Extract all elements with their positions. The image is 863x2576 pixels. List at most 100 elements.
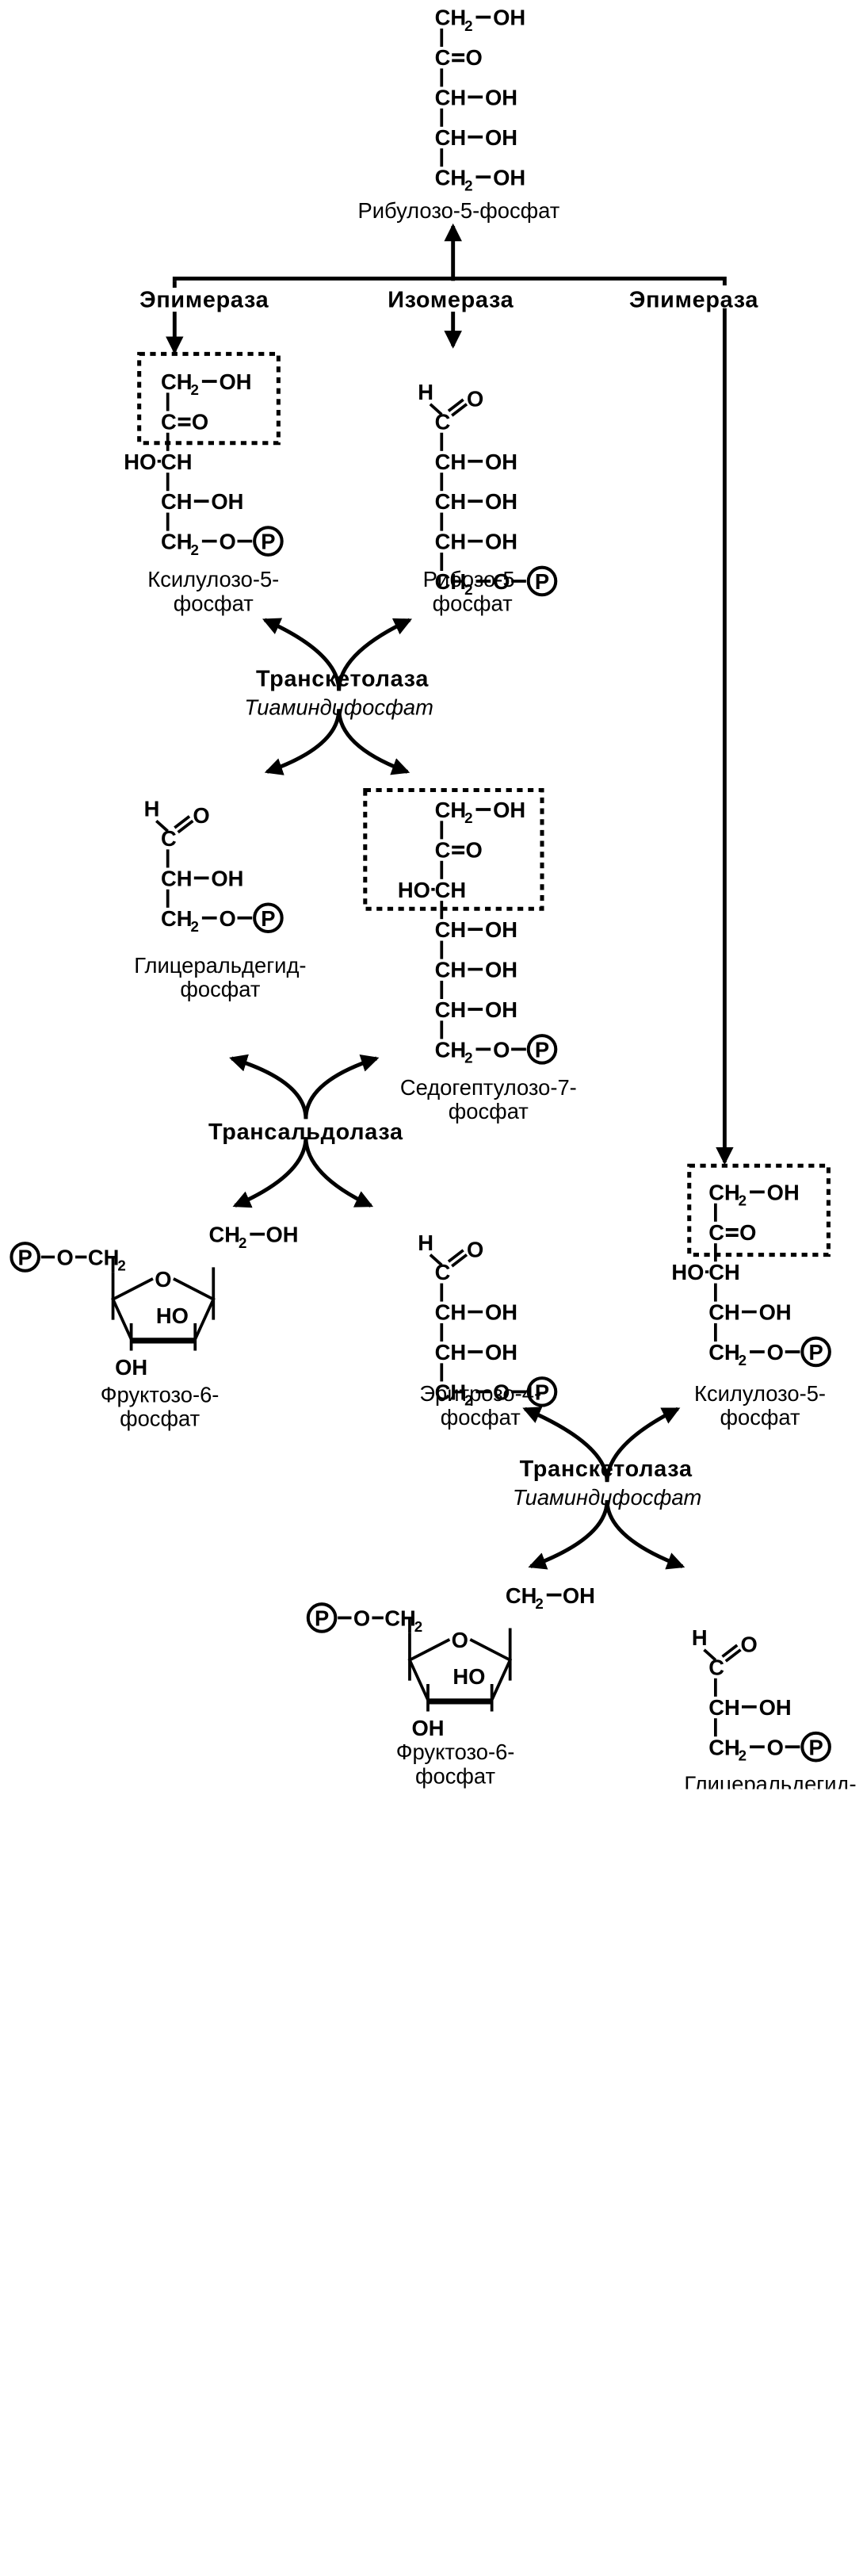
subscript: 2	[414, 1618, 422, 1635]
sedoheptulose-7-phosphate-label: Седогептулозо-7-	[400, 1075, 577, 1100]
hydroxyl: OH	[411, 1716, 444, 1740]
hydroxyl: OH	[115, 1355, 147, 1380]
ribose-5-phosphate-label: Рибозо-5-	[423, 567, 522, 591]
ester-oxygen: O	[493, 569, 510, 594]
ch2-group: CH	[435, 569, 467, 594]
hydroxyl: OH	[485, 125, 517, 150]
subscript: 2	[535, 1595, 543, 1612]
fructose-6-phosphate-label: фосфат	[120, 1407, 200, 1431]
pathway-connectors	[166, 223, 734, 1570]
phosphate-icon	[800, 1731, 831, 1763]
reaction-arrow-transketolase	[528, 1500, 609, 1570]
carbonyl-carbon: C	[161, 409, 177, 434]
text-labels: Рибулозо-5-фосфатКсилулозо-5-фосфатРибоз…	[101, 198, 857, 1789]
carbonyl-carbon: C	[435, 837, 451, 862]
carbonyl-carbon: C	[161, 826, 177, 851]
hydroxyl: OH	[485, 1300, 517, 1325]
ch-group: CH	[161, 489, 193, 514]
phosphate-icon	[10, 1242, 40, 1273]
hydroxyl: OH	[759, 1300, 792, 1325]
xylulose-5-phosphate-label: фосфат	[720, 1405, 801, 1430]
reaction-arrow-transketolase	[605, 1407, 681, 1483]
glyceraldehyde-phosphate-label: Глицеральдегид-	[684, 1771, 856, 1789]
erythrose-4-phosphate-label: Эритрозо-4-	[419, 1381, 541, 1406]
hydroxyl: HO	[156, 1303, 189, 1328]
bond	[447, 1249, 464, 1263]
hydroxyl: OH	[493, 6, 525, 30]
hydroxyl: HO	[453, 1664, 485, 1689]
carbonyl-oxygen: O	[739, 1220, 756, 1245]
ch-group: CH	[435, 530, 467, 554]
enzyme-transaldolase: Трансальдолаза	[208, 1120, 403, 1145]
ester-oxygen: O	[767, 1340, 784, 1365]
erythrose-4-phosphate-label: фосфат	[441, 1405, 521, 1430]
hydroxyl: OH	[485, 530, 517, 554]
ch-group: CH	[435, 1300, 467, 1325]
subscript: 2	[190, 381, 198, 398]
phosphate-letter: P	[261, 906, 275, 931]
ribulose-5-phosphate-label: Рибулозо-5-фосфат	[357, 198, 559, 223]
ch-group: CH	[708, 1260, 740, 1284]
ch2-group: CH	[708, 1735, 740, 1759]
fructose-6-phosphate-label: Фруктозо-6-	[101, 1382, 220, 1407]
ch2-group: CH	[435, 1037, 467, 1062]
ester-oxygen: O	[493, 1037, 510, 1062]
phosphate-icon	[800, 1336, 831, 1368]
carbonyl-carbon: C	[435, 1260, 451, 1284]
subscript: 2	[464, 1392, 472, 1409]
transferred-group-box	[137, 351, 281, 446]
hydroxyl: OH	[485, 489, 517, 514]
hydroxyl: OH	[493, 798, 525, 822]
transferred-group-box	[687, 1163, 831, 1257]
furanose-ring	[407, 1638, 513, 1702]
hydroxyl: OH	[485, 917, 517, 942]
phosphate-icon	[253, 526, 284, 557]
ester-oxygen: O	[493, 1380, 510, 1404]
hydroxyl: OH	[485, 1340, 517, 1365]
aldehyde-hydrogen: H	[144, 797, 160, 821]
hydroxyl: OH	[485, 450, 517, 474]
bond	[174, 815, 191, 829]
ch2-group: CH	[708, 1180, 740, 1204]
phosphate-letter: P	[18, 1246, 32, 1270]
ch-group: CH	[435, 997, 467, 1022]
enzyme-epimerase: Эпимераза	[629, 287, 759, 312]
carbonyl-carbon: C	[435, 409, 451, 434]
reaction-arrow-transketolase	[522, 1407, 609, 1483]
bond	[451, 403, 468, 417]
aldehyde-hydrogen: H	[418, 1231, 433, 1255]
subscript: 2	[117, 1257, 125, 1274]
reaction-arrow-transaldolase	[304, 1055, 380, 1120]
ring-oxygen: O	[452, 1628, 468, 1652]
phosphate-letter: P	[535, 569, 549, 594]
phosphate-letter: P	[315, 1606, 329, 1631]
fructose-6-phosphate-label: фосфат	[415, 1763, 496, 1788]
ester-oxygen: O	[219, 906, 235, 931]
reaction-arrow-transketolase	[337, 709, 410, 775]
hydroxyl: OH	[266, 1223, 299, 1247]
ch2-group: CH	[506, 1583, 537, 1608]
subscript: 2	[739, 1352, 747, 1368]
ch-group: CH	[435, 85, 467, 109]
ribose-5-phosphate-label: фосфат	[433, 591, 514, 615]
carbonyl-oxygen: O	[193, 803, 209, 828]
hydroxyl: OH	[767, 1180, 800, 1204]
ester-oxygen: O	[56, 1246, 73, 1270]
phosphate-letter: P	[535, 1037, 549, 1062]
hydroxyl: HO	[671, 1260, 704, 1284]
ch-group: CH	[161, 866, 193, 890]
phosphate-letter: P	[808, 1735, 823, 1759]
ch2-group: CH	[435, 6, 467, 30]
xylulose-5-phosphate-label: Ксилулозо-5-	[147, 567, 279, 591]
reaction-arrow-transketolase	[337, 618, 413, 691]
furanose-ring	[111, 1277, 216, 1341]
bond	[721, 1644, 739, 1658]
hydroxyl: OH	[485, 997, 517, 1022]
